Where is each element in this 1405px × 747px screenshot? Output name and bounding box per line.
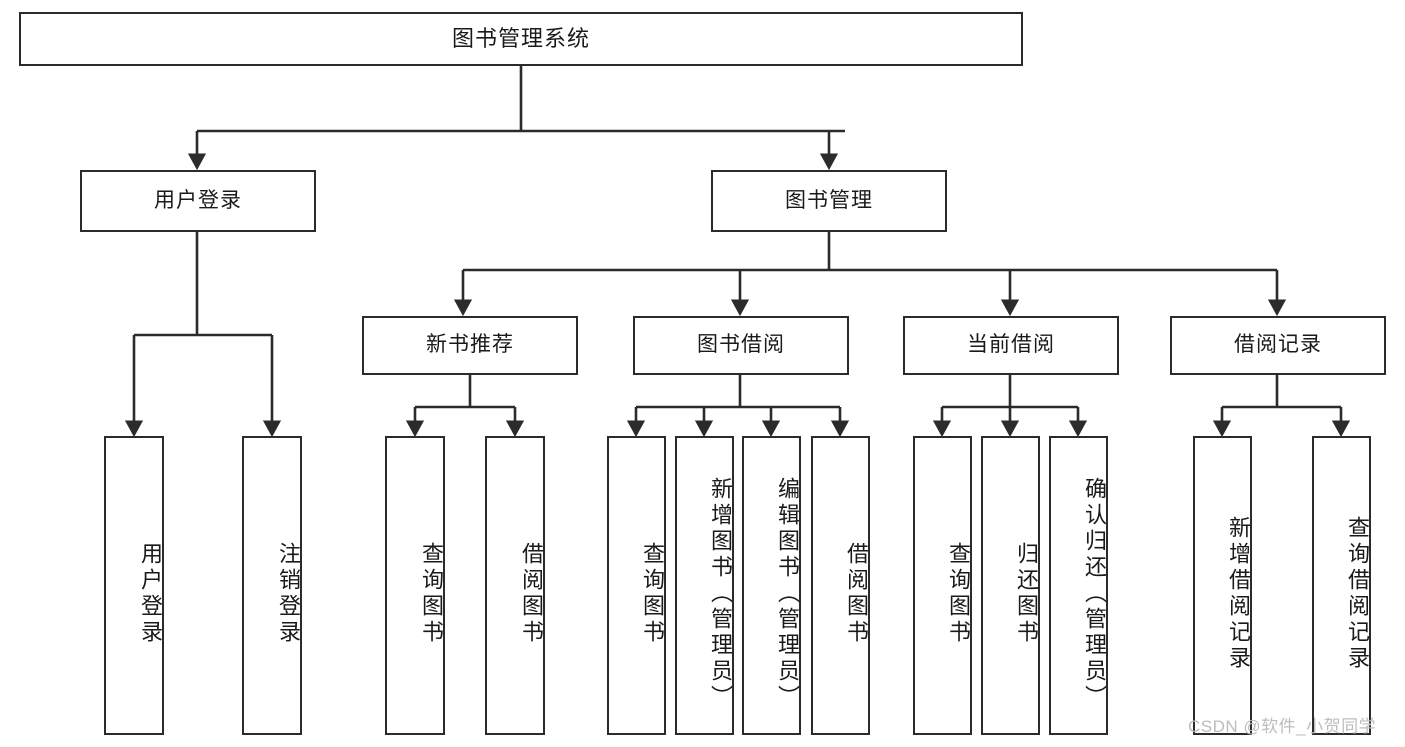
leaf-add-book[interactable]: 新增图书（管理员） [675,436,734,735]
leaf-query-record-label: 查询借阅记录 [1345,515,1370,672]
node-borrow-record[interactable]: 借阅记录 [1170,316,1386,375]
leaf-return-book[interactable]: 归还图书 [981,436,1040,735]
node-new-book-recommend[interactable]: 新书推荐 [362,316,578,375]
leaf-user-logout[interactable]: 注销登录 [242,436,302,735]
leaf-confirm-return-label: 确认归还（管理员） [1082,476,1107,711]
node-user-login[interactable]: 用户登录 [80,170,316,232]
leaf-user-login[interactable]: 用户登录 [104,436,164,735]
leaf-borrow-book-2-label: 借阅图书 [844,541,869,646]
node-current-borrow[interactable]: 当前借阅 [903,316,1119,375]
leaf-add-book-label: 新增图书（管理员） [708,476,733,711]
leaf-return-book-label: 归还图书 [1014,541,1039,646]
node-root-label: 图书管理系统 [451,26,590,52]
leaf-user-login-label: 用户登录 [138,541,163,646]
leaf-add-record-label: 新增借阅记录 [1226,515,1251,672]
node-book-borrow[interactable]: 图书借阅 [633,316,849,375]
leaf-query-book-3[interactable]: 查询图书 [913,436,972,735]
leaf-user-logout-label: 注销登录 [276,541,301,646]
leaf-confirm-return[interactable]: 确认归还（管理员） [1049,436,1108,735]
node-current-borrow-label: 当前借阅 [967,333,1055,357]
node-borrow-record-label: 借阅记录 [1234,333,1322,357]
leaf-query-book-2-label: 查询图书 [640,541,665,646]
leaf-edit-book[interactable]: 编辑图书（管理员） [742,436,801,735]
leaf-query-book-2[interactable]: 查询图书 [607,436,666,735]
leaf-query-book-1[interactable]: 查询图书 [385,436,445,735]
node-book-manage[interactable]: 图书管理 [711,170,947,232]
leaf-query-book-3-label: 查询图书 [946,541,971,646]
leaf-borrow-book-1-label: 借阅图书 [519,541,544,646]
node-new-book-recommend-label: 新书推荐 [426,333,514,357]
leaf-query-record[interactable]: 查询借阅记录 [1312,436,1371,735]
node-user-login-label: 用户登录 [154,188,242,212]
node-book-borrow-label: 图书借阅 [697,333,785,357]
leaf-edit-book-label: 编辑图书（管理员） [775,476,800,711]
leaf-add-record[interactable]: 新增借阅记录 [1193,436,1252,735]
leaf-borrow-book-1[interactable]: 借阅图书 [485,436,545,735]
node-root[interactable]: 图书管理系统 [19,12,1023,66]
csdn-watermark: CSDN @软件_小贺同学 [1188,717,1377,736]
node-book-manage-label: 图书管理 [785,188,873,212]
leaf-query-book-1-label: 查询图书 [419,541,444,646]
leaf-borrow-book-2[interactable]: 借阅图书 [811,436,870,735]
